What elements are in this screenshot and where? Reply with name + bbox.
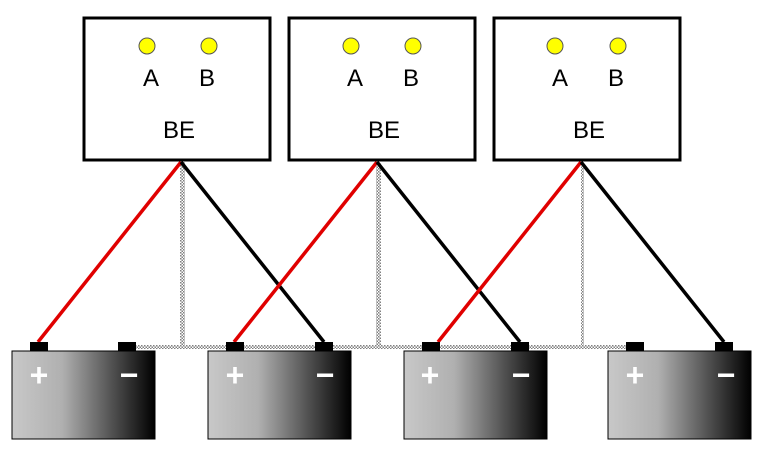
module-box <box>492 16 682 162</box>
balancer-module-2: A B BE <box>287 16 477 162</box>
led-a-label: A <box>552 65 568 92</box>
led-a-label: A <box>143 65 159 92</box>
module-label: BE <box>573 117 605 144</box>
battery-minus-sign: − <box>316 357 335 393</box>
module-label: BE <box>368 117 400 144</box>
led-a-indicator <box>138 37 156 55</box>
battery-plus-sign: + <box>226 357 245 393</box>
battery-positive-terminal <box>626 342 644 351</box>
module-label: BE <box>163 117 195 144</box>
power-wires <box>36 160 726 344</box>
battery-minus-sign: − <box>512 357 531 393</box>
sense-wire-vertical-3 <box>581 162 584 348</box>
sense-wire-vertical-2 <box>376 162 381 348</box>
negative-wire-1 <box>179 160 326 344</box>
battery-negative-terminal <box>511 342 529 351</box>
sense-wire-bus <box>126 345 640 349</box>
negative-wire-2 <box>375 160 522 344</box>
sense-wires <box>126 162 640 349</box>
led-a-indicator <box>342 37 360 55</box>
negative-wire-3 <box>579 160 726 344</box>
battery-plus-sign: + <box>421 357 440 393</box>
balancer-module-3: A B BE <box>492 16 682 162</box>
module-box <box>287 16 477 162</box>
battery-body <box>607 350 752 440</box>
led-b-indicator <box>200 37 218 55</box>
sense-wire-vertical-1 <box>180 162 185 348</box>
led-b-indicator <box>609 37 627 55</box>
positive-wire-3 <box>436 160 583 344</box>
battery-4: + − <box>607 342 752 440</box>
battery-negative-terminal <box>118 342 136 351</box>
battery-minus-sign: − <box>717 357 736 393</box>
battery-positive-terminal <box>30 342 48 351</box>
battery-minus-sign: − <box>120 357 139 393</box>
battery-positive-terminal <box>226 342 244 351</box>
battery-positive-terminal <box>422 342 440 351</box>
balancer-module-1: A B BE <box>82 16 272 162</box>
battery-negative-terminal <box>715 342 733 351</box>
battery-body <box>207 350 352 440</box>
battery-2: + − <box>207 342 352 440</box>
positive-wire-2 <box>232 160 379 344</box>
led-b-label: B <box>608 65 624 92</box>
led-b-indicator <box>404 37 422 55</box>
led-b-label: B <box>403 65 419 92</box>
battery-plus-sign: + <box>30 357 49 393</box>
led-b-label: B <box>199 65 215 92</box>
module-box <box>82 16 272 162</box>
positive-wire-1 <box>36 160 183 344</box>
battery-body <box>403 350 548 440</box>
battery-plus-sign: + <box>626 357 645 393</box>
battery-body <box>11 350 156 440</box>
battery-negative-terminal <box>315 342 333 351</box>
led-a-label: A <box>347 65 363 92</box>
battery-1: + − <box>11 342 156 440</box>
battery-3: + − <box>403 342 548 440</box>
led-a-indicator <box>546 37 564 55</box>
